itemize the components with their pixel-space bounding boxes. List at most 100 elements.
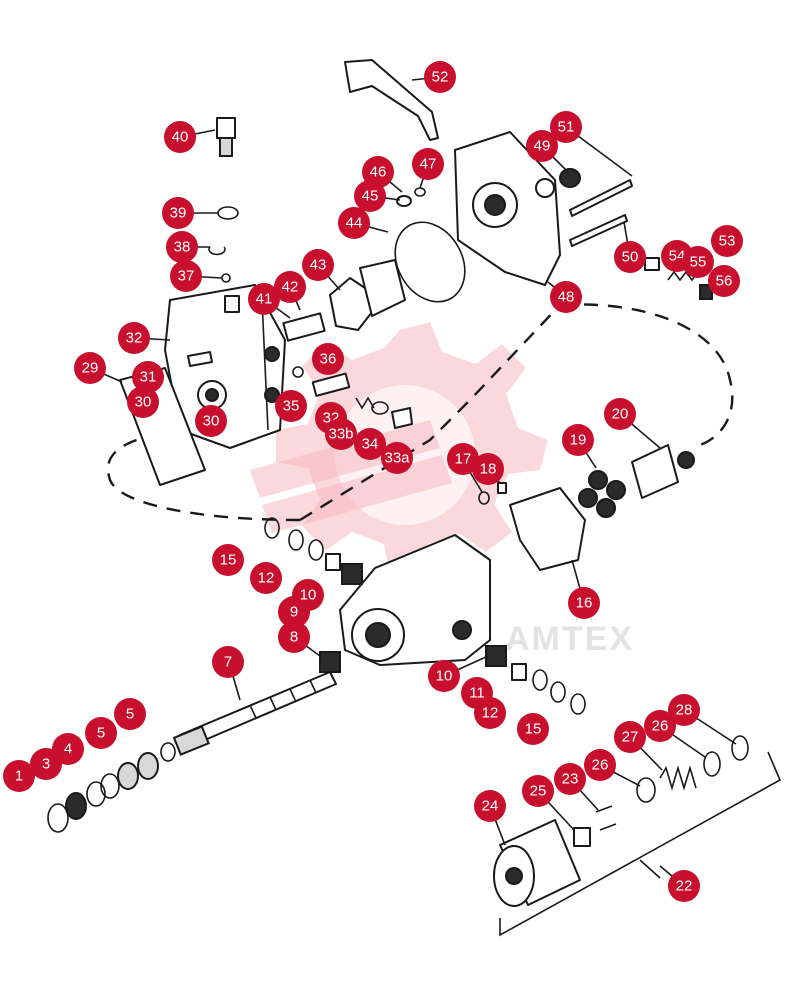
part-50-bolt [569, 214, 628, 247]
callout-16: 16 [568, 587, 600, 619]
svg-text:12: 12 [482, 705, 499, 722]
callout-52: 52 [424, 61, 456, 93]
part-9-main-housing [339, 534, 491, 666]
part-5-thrust-bearing [117, 762, 139, 790]
part-25-sleeve [573, 827, 591, 847]
watermark-text: AMTEX [505, 620, 634, 658]
callout-38: 38 [166, 231, 198, 263]
callout-32: 32 [118, 322, 150, 354]
svg-text:5: 5 [126, 706, 134, 723]
svg-text:35: 35 [283, 398, 300, 415]
callout-35: 35 [275, 390, 307, 422]
part-18-key [497, 482, 507, 494]
svg-text:38: 38 [174, 239, 191, 256]
part-11-sleeve [325, 553, 341, 571]
callout-44: 44 [338, 207, 370, 239]
part-1-snap-ring [47, 803, 69, 833]
svg-text:48: 48 [558, 289, 575, 306]
callout-34: 34 [354, 428, 386, 460]
part-12-ring [288, 529, 304, 551]
part-41-sleeve [282, 312, 326, 342]
callout-badges: 1 3 4 5 5 7 8 9 10 10 11 12 12 15 15 16 … [3, 61, 743, 902]
svg-text:11: 11 [469, 685, 485, 702]
svg-text:19: 19 [570, 432, 587, 449]
part-28-snap-ring [731, 735, 749, 761]
svg-text:16: 16 [576, 595, 593, 612]
part-10-bearing [341, 563, 363, 585]
svg-text:29: 29 [82, 360, 99, 377]
svg-text:8: 8 [290, 629, 298, 646]
group-22-bracket [499, 751, 782, 937]
callout-37: 37 [170, 260, 202, 292]
part-40-sensor [216, 117, 236, 157]
part-11-seal [308, 539, 324, 561]
svg-text:30: 30 [135, 394, 152, 411]
svg-text:33b: 33b [328, 426, 353, 443]
callout-22: 22 [668, 870, 700, 902]
callout-42: 42 [274, 271, 306, 303]
svg-text:25: 25 [530, 783, 547, 800]
callout-12-right: 12 [474, 697, 506, 729]
svg-text:51: 51 [558, 119, 575, 136]
callout-15: 15 [212, 544, 244, 576]
svg-text:42: 42 [282, 279, 299, 296]
callout-36: 36 [312, 343, 344, 375]
svg-text:43: 43 [310, 257, 327, 274]
callout-56: 56 [708, 265, 740, 297]
callout-5: 5 [85, 717, 117, 749]
part-4-ring [86, 781, 106, 807]
svg-text:47: 47 [420, 156, 437, 173]
callout-7: 7 [212, 646, 244, 678]
callout-41: 41 [248, 283, 280, 315]
svg-text:41: 41 [256, 291, 273, 308]
part-17-ring [478, 491, 490, 505]
part-20-plate [631, 444, 679, 499]
part-15-snap-ring [264, 517, 280, 539]
svg-text:30: 30 [203, 413, 220, 430]
callout-28: 28 [668, 694, 700, 726]
svg-text:27: 27 [622, 729, 639, 746]
callout-8: 8 [278, 621, 310, 653]
part-8-bearing [319, 651, 341, 673]
callout-48: 48 [550, 281, 582, 313]
part-5-race [137, 752, 159, 780]
part-26-washer-right [703, 751, 721, 777]
callout-53: 53 [711, 225, 743, 257]
part-19-piston-set [578, 470, 626, 518]
part-3-seal [65, 792, 87, 820]
svg-text:50: 50 [622, 249, 639, 266]
part-11-sleeve-right [511, 663, 527, 681]
part-38-clip [208, 246, 226, 256]
callout-15-right: 15 [517, 713, 549, 745]
callout-10: 10 [292, 579, 324, 611]
svg-text:49: 49 [534, 138, 551, 155]
callout-33a: 33a [381, 442, 413, 474]
callout-50: 50 [614, 241, 646, 273]
svg-text:31: 31 [140, 369, 157, 386]
callout-23: 23 [554, 763, 586, 795]
svg-text:22: 22 [676, 878, 693, 895]
callout-55: 55 [682, 246, 714, 278]
part-33a-plug [391, 407, 413, 429]
part-6-ring [160, 742, 176, 762]
part-53-relief-valve [644, 257, 713, 300]
callout-26: 26 [584, 749, 616, 781]
callout-4: 4 [52, 733, 84, 765]
gerotor-plate [359, 259, 406, 317]
svg-text:15: 15 [525, 721, 542, 738]
callout-33b: 33b [325, 418, 357, 450]
svg-text:32: 32 [126, 330, 143, 347]
part-49-bushing [559, 168, 581, 188]
part-4-washer [100, 773, 120, 799]
callout-10-right: 10 [428, 660, 460, 692]
part-20-bearing [677, 451, 695, 469]
part-47-ring [414, 187, 426, 197]
part-45-plug [396, 195, 412, 207]
part-36-spool [311, 372, 351, 397]
svg-text:5: 5 [97, 725, 105, 742]
callout-24: 24 [474, 790, 506, 822]
part-15-snap-ring-right [570, 693, 586, 715]
part-16-swashplate [509, 487, 586, 571]
svg-text:40: 40 [172, 129, 189, 146]
